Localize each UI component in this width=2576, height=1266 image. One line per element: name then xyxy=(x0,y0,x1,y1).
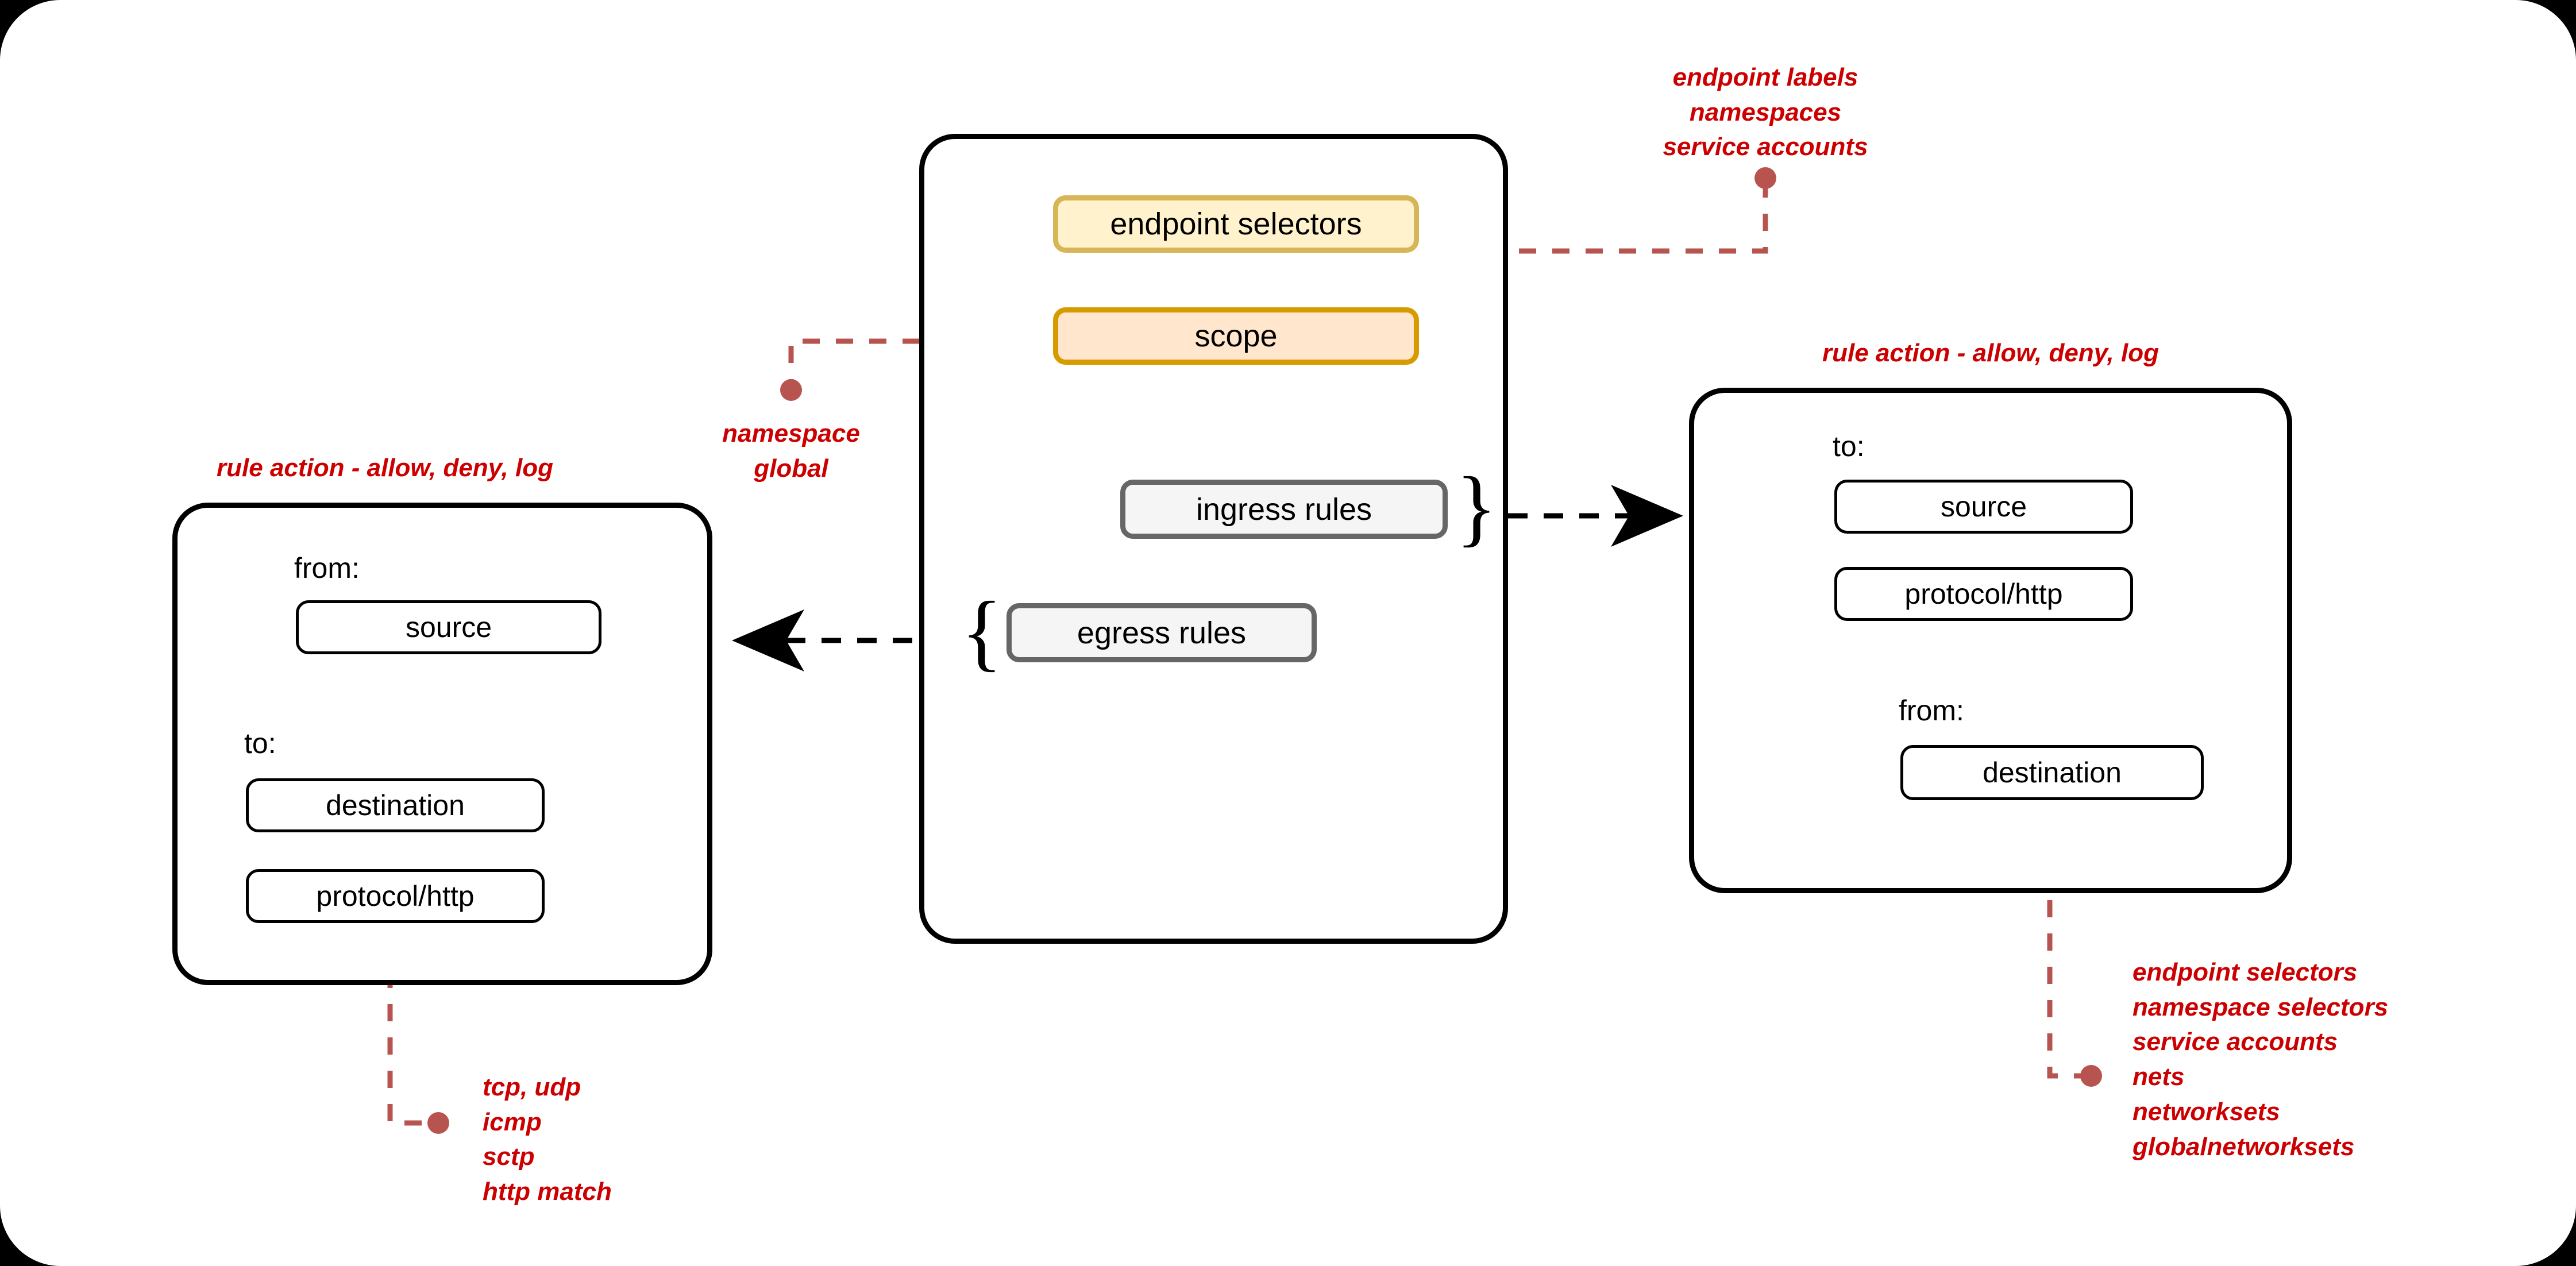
right-protocol-http-box[interactable]: protocol/http xyxy=(1834,567,2133,621)
right-destination-box[interactable]: destination xyxy=(1900,745,2204,800)
annotation-scope: namespace global xyxy=(662,416,920,486)
left-protocol-http-box[interactable]: protocol/http xyxy=(246,869,545,923)
annotation-line: namespaces xyxy=(1689,98,1842,126)
annotation-line: endpoint selectors xyxy=(2132,958,2358,986)
annotation-line: namespace selectors xyxy=(2132,993,2389,1021)
annotation-line: global xyxy=(754,454,828,483)
right-panel-heading: rule action - allow, deny, log xyxy=(1822,339,2159,367)
policy-panel xyxy=(919,134,1508,944)
right-rule-panel xyxy=(1689,388,2292,893)
ingress-rules-box[interactable]: ingress rules xyxy=(1120,480,1448,539)
egress-rules-box[interactable]: egress rules xyxy=(1007,603,1317,662)
annotation-destination-right: endpoint selectors namespace selectors s… xyxy=(2132,955,2535,1164)
annotation-line: service accounts xyxy=(1663,133,1868,161)
annotation-line: service accounts xyxy=(2132,1028,2338,1056)
left-panel-heading: rule action - allow, deny, log xyxy=(217,454,553,482)
scope-box[interactable]: scope xyxy=(1053,307,1419,365)
left-to-label: to: xyxy=(244,727,276,759)
annotation-protocol-left: tcp, udp icmp sctp http match xyxy=(483,1070,781,1210)
egress-brace: { xyxy=(961,584,1002,680)
annotation-line: globalnetworksets xyxy=(2132,1132,2355,1161)
annotation-line: networksets xyxy=(2132,1097,2280,1126)
left-from-label: from: xyxy=(294,552,360,584)
right-to-label: to: xyxy=(1833,430,1865,462)
annotation-line: icmp xyxy=(483,1107,542,1136)
endpoint-selectors-box[interactable]: endpoint selectors xyxy=(1053,195,1419,253)
annotation-line: endpoint labels xyxy=(1672,63,1858,91)
annotation-line: namespace xyxy=(722,419,860,447)
annotation-line: nets xyxy=(2132,1063,2185,1091)
left-source-box[interactable]: source xyxy=(296,600,601,654)
annotation-endpoint-selectors: endpoint labels namespaces service accou… xyxy=(1593,60,1938,165)
annotation-line: sctp xyxy=(483,1143,535,1171)
annotation-line: tcp, udp xyxy=(483,1073,581,1101)
right-source-box[interactable]: source xyxy=(1834,480,2133,534)
left-destination-box[interactable]: destination xyxy=(246,778,545,832)
right-from-label: from: xyxy=(1899,694,1964,727)
ingress-brace: } xyxy=(1456,460,1497,555)
annotation-line: http match xyxy=(483,1178,612,1206)
